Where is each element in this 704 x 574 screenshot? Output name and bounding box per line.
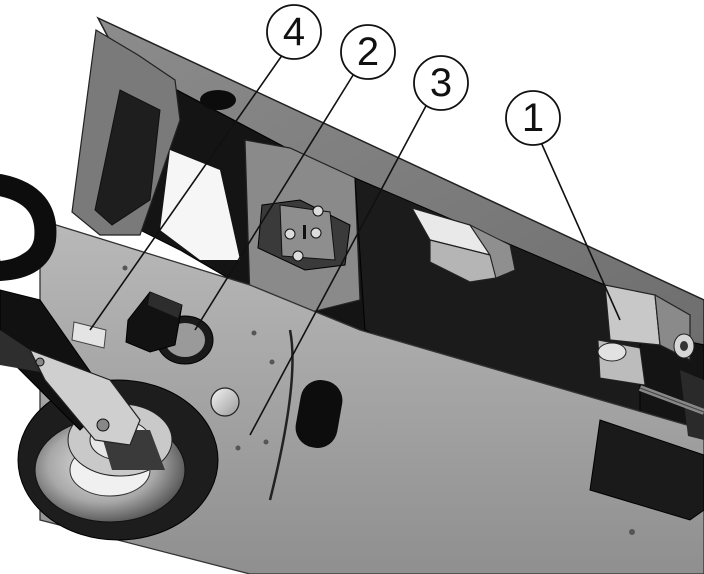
tow-handle: [0, 174, 141, 446]
left-bracket-cutout: [94, 89, 161, 226]
callout-3: 3: [413, 55, 469, 111]
key-switch: [125, 291, 214, 365]
callout-4-label: 4: [283, 10, 305, 54]
component-4-label-plate: [71, 321, 107, 349]
lower-right-bracket: [589, 419, 704, 521]
callout-4: 4: [266, 4, 322, 60]
round-button: [210, 387, 240, 417]
front-panel-slot: [295, 380, 343, 448]
callout-1-label: 1: [522, 96, 544, 140]
bracket-hole: [200, 90, 236, 110]
front-panel-seam: [268, 329, 294, 501]
component-2-connector: [257, 199, 351, 271]
callout-2: 2: [340, 24, 396, 80]
open-gap: [160, 150, 240, 260]
leader-lines: [89, 53, 621, 436]
component-1-switch-unit: [597, 284, 704, 415]
callout-2-label: 2: [357, 30, 379, 74]
panel-fasteners: [122, 265, 635, 535]
callout-1: 1: [505, 90, 561, 146]
handle-block: [410, 207, 516, 283]
callout-3-label: 3: [430, 61, 452, 105]
